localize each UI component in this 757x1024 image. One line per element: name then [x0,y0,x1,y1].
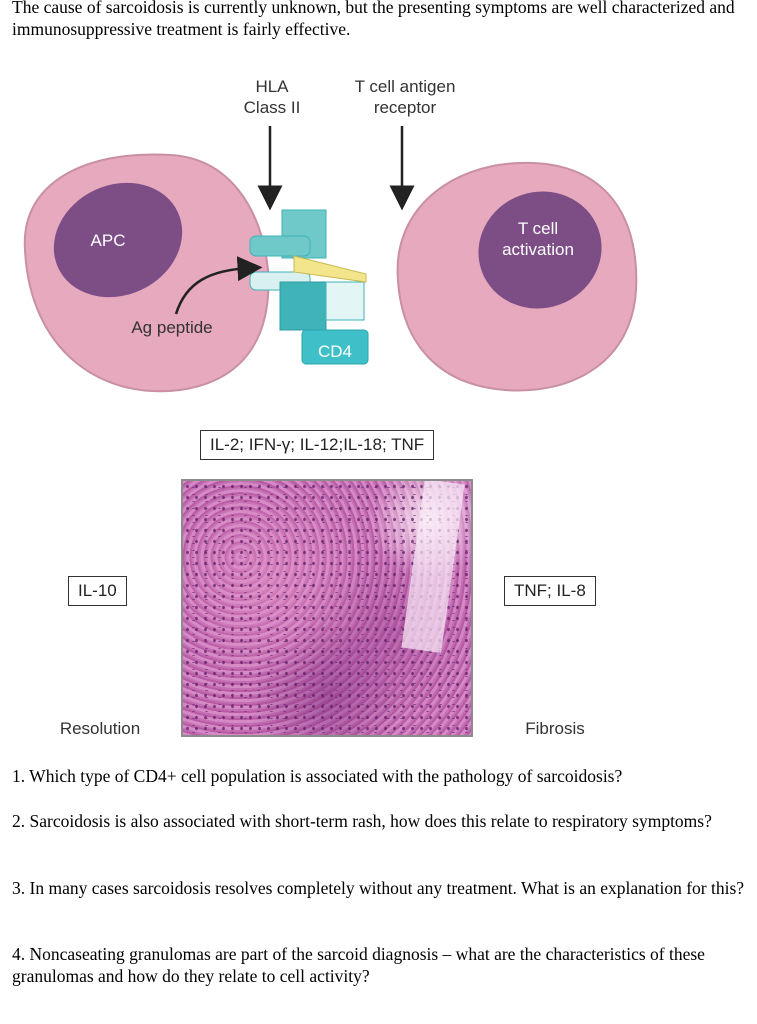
cytokines-top-box: IL-2; IFN-γ; IL-12;IL-18; TNF [200,430,435,460]
question-1: 1. Which type of CD4+ cell population is… [12,766,623,786]
ag-peptide-label: Ag peptide [131,318,213,337]
outcome-resolution: Resolution [59,719,141,738]
question-4: 4. Noncaseating granulomas are part of t… [12,944,705,986]
apc-nucleus [53,182,183,298]
figure-diagram [23,126,638,393]
cd4-label: CD4 [317,342,352,361]
peptide-wedge [293,255,367,283]
granuloma-histology-image [181,479,473,737]
question-3: 3. In many cases sarcoidosis resolves co… [12,878,745,898]
cytokine-right-box: TNF; IL-8 [504,576,596,606]
outcome-fibrosis: Fibrosis [525,719,585,738]
question-2: 2. Sarcoidosis is also associated with s… [12,811,712,831]
tcr-label: T cell antigen receptor [354,77,456,117]
t-cell-nucleus [478,191,602,309]
hla-arm [249,235,311,257]
hla-label: HLA Class II [243,77,301,117]
intro-paragraph: The cause of sarcoidosis is currently un… [12,0,735,39]
tcr-light-block [325,281,365,321]
cd4-box [301,329,369,365]
apc-label: APC [90,231,126,250]
ag-peptide-arrow [174,256,263,315]
t-cell-label: T cell activation [502,219,574,259]
cytokine-left-box: IL-10 [68,576,127,606]
tcr-lower-block [279,281,327,331]
sarcoidosis-figure: HLA Class II T cell antigen receptor APC… [0,60,757,760]
